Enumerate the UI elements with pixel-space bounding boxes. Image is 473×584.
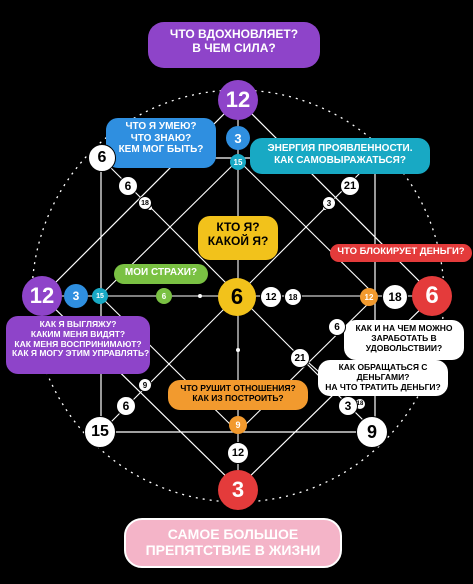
- node-bottom-main: 3: [218, 470, 258, 510]
- label-line: КАК Я ВЫГЛЯЖУ?: [39, 319, 117, 329]
- node-right-small: 18: [382, 284, 408, 310]
- label-appearance: КАК Я ВЫГЛЯЖУ? КАКИМ МЕНЯ ВИДЯТ? КАК МЕН…: [6, 316, 150, 374]
- node-left-small: 3: [64, 284, 88, 308]
- label-line: КАК И НА ЧЕМ МОЖНО: [355, 323, 453, 333]
- node-left-top-big: 6: [88, 144, 116, 172]
- label-line: ЧТО ВДОХНОВЛЯЕТ?: [169, 27, 299, 41]
- node-earn: 6: [328, 318, 346, 336]
- label-inspiration: ЧТО ВДОХНОВЛЯЕТ? В ЧЕМ СИЛА?: [148, 22, 320, 68]
- label-line: ЧТО Я УМЕЮ?: [125, 121, 197, 132]
- label-line: КАК ИЗ ПОСТРОИТЬ?: [192, 392, 284, 403]
- node-left-bot-big: 15: [84, 416, 116, 448]
- label-line: МОИ СТРАХИ?: [124, 267, 198, 278]
- label-line: ЧТО ЗНАЮ?: [130, 132, 192, 144]
- node-right-bot-small: 3: [338, 396, 358, 416]
- label-fears: МОИ СТРАХИ?: [114, 264, 208, 284]
- label-earn: КАК И НА ЧЕМ МОЖНО ЗАРАБОТАТЬ В УДОВОЛЬС…: [344, 320, 464, 360]
- label-line: ЭНЕРГИЯ ПРОЯВЛЕННОСТИ.: [267, 143, 413, 154]
- label-relations: ЧТО РУШИТ ОТНОШЕНИЯ? КАК ИЗ ПОСТРОИТЬ?: [168, 380, 308, 410]
- label-line: ДЕНЬГАМИ?: [356, 371, 410, 382]
- node-top-small: 3: [226, 126, 250, 150]
- label-energy: ЭНЕРГИЯ ПРОЯВЛЕННОСТИ. КАК САМОВЫРАЖАТЬС…: [250, 138, 430, 174]
- node-left-top-small: 18: [138, 196, 152, 210]
- node-top-main: 12: [218, 80, 258, 120]
- label-spend: КАК ОБРАЩАТЬСЯ С ДЕНЬГАМИ? НА ЧТО ТРАТИТ…: [318, 360, 448, 396]
- label-line: КАК Я МОГУ ЭТИМ УПРАВЛЯТЬ?: [12, 348, 150, 359]
- node-center-right-2: 18: [284, 288, 302, 306]
- node-left-main: 12: [22, 276, 62, 316]
- node-lower-mid: 21: [290, 348, 310, 368]
- node-fears: 6: [156, 288, 172, 304]
- node-bottom-mid: 12: [227, 442, 249, 464]
- node-center: 6: [218, 278, 256, 316]
- node-right-top-mid: 21: [340, 176, 360, 196]
- node-left-top-mid: 6: [118, 176, 138, 196]
- node-right-top-small: 3: [322, 196, 336, 210]
- label-line: ПРЕПЯТСТВИЕ В ЖИЗНИ: [145, 542, 321, 559]
- label-line: КАК МЕНЯ ВОСПРИНИМАЮТ?: [14, 338, 142, 349]
- node-right-tiny: 12: [360, 288, 378, 306]
- label-line: НА ЧТО ТРАТИТЬ ДЕНЬГИ?: [325, 381, 441, 392]
- node-left-tiny: 15: [92, 288, 108, 304]
- node-right-main: 6: [412, 276, 452, 316]
- label-line: КТО Я?: [216, 220, 260, 234]
- label-line: КАКОЙ Я?: [207, 233, 269, 248]
- label-line: КАК ОБРАЩАТЬСЯ С: [338, 362, 428, 372]
- node-right-bot-big: 9: [356, 416, 388, 448]
- label-money-block: ЧТО БЛОКИРУЕТ ДЕНЬГИ?: [330, 244, 472, 262]
- node-top-tiny: 15: [230, 154, 246, 170]
- label-line: УДОВОЛЬСТВИИ?: [365, 342, 443, 353]
- label-who-am-i: КТО Я? КАКОЙ Я?: [198, 216, 278, 260]
- node-bottom-tiny: 9: [229, 416, 247, 434]
- node-left-bot-small: 9: [138, 378, 152, 392]
- label-line: САМОЕ БОЛЬШОЕ: [167, 526, 299, 542]
- node-center-right-1: 12: [260, 286, 282, 308]
- node-left-bot-mid: 6: [116, 396, 136, 416]
- label-line: КАК САМОВЫРАЖАТЬСЯ?: [274, 154, 406, 166]
- label-skills: ЧТО Я УМЕЮ? ЧТО ЗНАЮ? КЕМ МОГ БЫТЬ?: [106, 118, 216, 168]
- label-line: ЧТО БЛОКИРУЕТ ДЕНЬГИ?: [337, 246, 465, 257]
- label-line: КАКИМ МЕНЯ ВИДЯТ?: [30, 328, 126, 339]
- label-obstacle: САМОЕ БОЛЬШОЕ ПРЕПЯТСТВИЕ В ЖИЗНИ: [124, 518, 342, 568]
- label-line: ЗАРАБОТАТЬ В: [371, 332, 437, 343]
- label-line: ЧТО РУШИТ ОТНОШЕНИЯ?: [180, 383, 296, 393]
- label-line: КЕМ МОГ БЫТЬ?: [118, 144, 204, 155]
- label-line: В ЧЕМ СИЛА?: [192, 40, 276, 55]
